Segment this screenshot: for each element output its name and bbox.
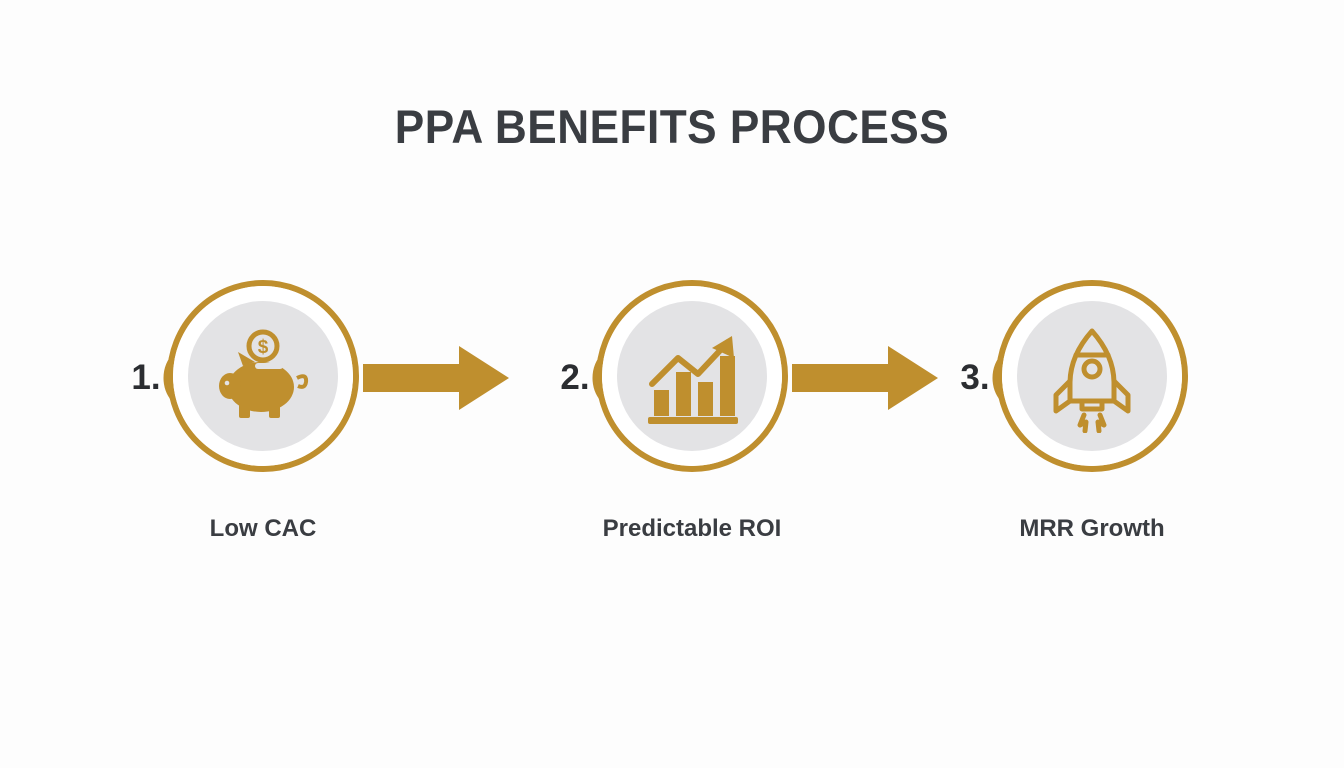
process-step-3[interactable]: 3. — [960, 280, 1190, 476]
step-1-caption: Low CAC — [209, 515, 317, 542]
arrow-step2-to-step3 — [792, 346, 938, 410]
step-1-number: 1. — [131, 358, 161, 397]
process-step-1[interactable]: 1. $ — [131, 280, 361, 476]
step-3-caption: MRR Growth — [1019, 515, 1165, 542]
step-3-number: 3. — [960, 358, 990, 397]
process-step-2[interactable]: 2. — [560, 280, 790, 476]
page-title: PPA BENEFITS PROCESS — [394, 100, 950, 153]
process-flow: 1. $ — [0, 280, 1344, 480]
step-2-number: 2. — [560, 358, 590, 397]
step-2-caption: Predictable ROI — [602, 515, 782, 542]
arrow-step1-to-step2 — [363, 346, 509, 410]
